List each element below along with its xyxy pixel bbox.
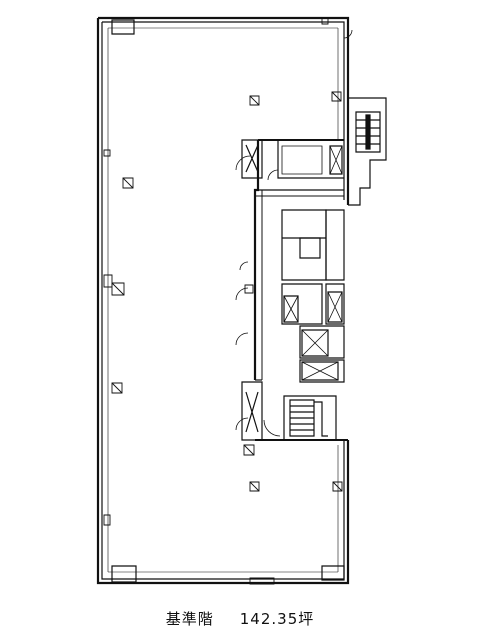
elevator-icon — [246, 145, 258, 172]
elevator-icon — [330, 146, 342, 174]
corner-column-bottom-right — [322, 566, 344, 580]
door-swing-icon — [236, 30, 352, 436]
corner-column-bottom-left — [112, 566, 136, 582]
elevator-bottom — [242, 382, 262, 440]
column-marker-icon — [104, 18, 342, 584]
floor-plan-drawing — [0, 0, 480, 600]
elevator-icon — [302, 362, 338, 380]
elevator-icon — [302, 330, 328, 356]
corner-column-top-left — [112, 20, 134, 34]
elevator-icon — [328, 292, 342, 322]
elevator-top — [242, 140, 262, 178]
area-label: 142.35坪 — [239, 609, 315, 628]
staircase-icon — [284, 396, 336, 440]
floor-label: 基準階 — [165, 609, 214, 628]
outer-wall — [98, 18, 348, 583]
core-block — [255, 140, 348, 440]
elevator-icon — [246, 392, 258, 432]
elevator-icon — [284, 296, 298, 322]
floor-plan-caption: 基準階 142.35坪 — [0, 600, 480, 636]
staircase-icon — [348, 98, 386, 205]
core-rooms — [282, 210, 344, 382]
